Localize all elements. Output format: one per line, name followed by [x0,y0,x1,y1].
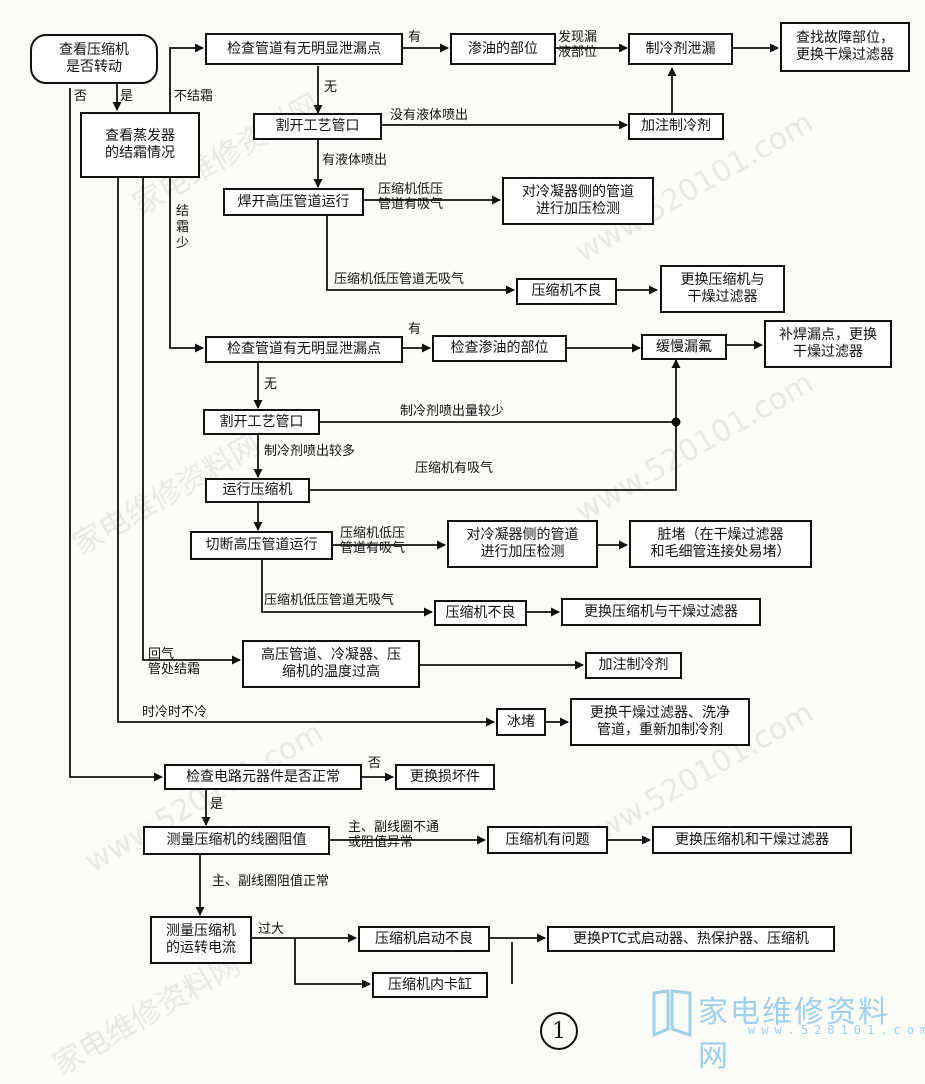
label-no-suction-2: 压缩机低压管道无吸气 [264,593,395,608]
node-ice-block: 冰堵 [496,708,546,736]
node-pressure-test-1: 对冷凝器侧的管道 进行加压检测 [502,177,654,225]
node-replace-ptc: 更换PTC式启动器、热保护器、压缩机 [547,926,835,952]
label-none-2: 无 [264,377,278,392]
label-more-spray: 制冷剂喷出较多 [264,444,356,459]
node-evaporator-frost: 查看蒸发器 的结霜情况 [80,112,200,178]
node-add-refrigerant-1: 加注制冷剂 [628,113,724,140]
node-replace-comp-3: 更换压缩机和干燥过滤器 [652,826,852,854]
label-suction-1: 压缩机低压 管道有吸气 [378,182,444,212]
page-number: 1 [540,1012,578,1050]
node-repair-weld: 补焊漏点，更换 干燥过滤器 [764,320,892,368]
label-yes-circuit: 是 [210,797,224,812]
node-check-circuit: 检查电路元器件是否正常 [164,764,362,790]
node-compressor-problem: 压缩机有问题 [487,826,608,854]
label-found-leak: 发现漏 液部位 [558,30,598,60]
connector [117,178,495,727]
connector [310,422,677,491]
label-coil-ok: 主、副线圈阻值正常 [212,874,330,889]
node-ice-fix: 更换干燥过滤器、洗净 管道，重新加制冷剂 [570,698,750,746]
label-too-big: 过大 [258,922,285,937]
label-less-spray: 制冷剂喷出量较少 [400,404,505,419]
node-compressor-bad-2: 压缩机不良 [434,600,527,626]
node-run-compressor: 运行压缩机 [205,478,310,503]
node-start-bad: 压缩机启动不良 [358,926,490,952]
book-icon [652,989,692,1038]
label-no-circuit: 否 [368,756,382,771]
node-overheat: 高压管道、冷凝器、压 缩机的温度过高 [242,640,420,688]
connector [69,88,163,782]
node-replace-comp-2: 更换压缩机与干燥过滤器 [561,598,761,626]
node-measure-current: 测量压缩机 的运转电流 [150,916,252,964]
label-no-liquid: 没有液体喷出 [390,108,469,123]
site-logo: 家电维修资料网 www.520101.com [650,985,925,1074]
label-less-frost: 结霜少 [176,204,190,251]
label-no: 否 [74,89,88,104]
label-none-1: 无 [324,80,338,95]
label-have-1: 有 [408,30,422,45]
flowchart-connectors [69,43,779,989]
node-cut-hp-pipe: 切断高压管道运行 [190,531,333,560]
label-have-2: 有 [408,322,422,337]
node-oil-spot-2: 检查渗油的部位 [432,335,567,362]
node-pressure-test-2: 对冷凝器侧的管道 进行加压检测 [447,520,598,568]
node-start: 查看压缩机 是否转动 [30,34,158,84]
label-yes: 是 [120,89,134,104]
node-replace-parts: 更换损坏件 [395,764,495,790]
connector [326,216,515,295]
connector [142,178,241,665]
label-coil-bad: 主、副线圈不通 或阻值异常 [348,820,440,850]
node-cut-process-pipe-2: 割开工艺管口 [203,409,320,435]
connector [169,43,204,135]
node-oil-spot-1: 渗油的部位 [450,33,556,65]
node-stuck-cylinder: 压缩机内卡缸 [372,972,488,998]
node-replace-comp-1: 更换压缩机与 干燥过滤器 [660,265,785,313]
label-no-frost: 不结霜 [174,89,214,104]
connector [169,135,204,353]
node-slow-leak: 缓慢漏氟 [641,334,727,360]
node-check-leak-1: 检查管道有无明显泄漏点 [205,33,403,65]
node-add-refrigerant-2: 加注制冷剂 [585,652,682,679]
node-cut-process-pipe-1: 割开工艺管口 [253,113,382,140]
label-return-frost: 回气 管处结霜 [148,647,201,677]
node-dirty-clog: 脏堵（在干燥过滤器 和毛细管连接处易堵） [629,520,812,568]
node-measure-coil: 测量压缩机的线圈阻值 [143,826,330,855]
label-intermittent: 时冷时不冷 [142,705,208,720]
node-refrigerant-leak: 制冷剂泄漏 [628,33,733,65]
node-check-leak-2: 检查管道有无明显泄漏点 [205,336,403,363]
node-compressor-bad-1: 压缩机不良 [516,278,617,305]
label-suction-2: 压缩机低压 管道有吸气 [340,526,406,556]
node-find-fault: 查找故障部位， 更换干燥过滤器 [780,22,910,72]
connector [294,938,371,989]
logo-url: www.520101.com [748,1023,925,1037]
logo-text: 家电维修资料网 [698,995,890,1074]
node-weld-hp-pipe: 焊开高压管道运行 [223,188,364,216]
junction-dot [671,417,681,427]
connector [261,560,433,617]
label-suction-run: 压缩机有吸气 [415,461,494,476]
label-no-suction-1: 压缩机低压管道无吸气 [334,272,465,287]
label-liquid: 有液体喷出 [322,153,388,168]
